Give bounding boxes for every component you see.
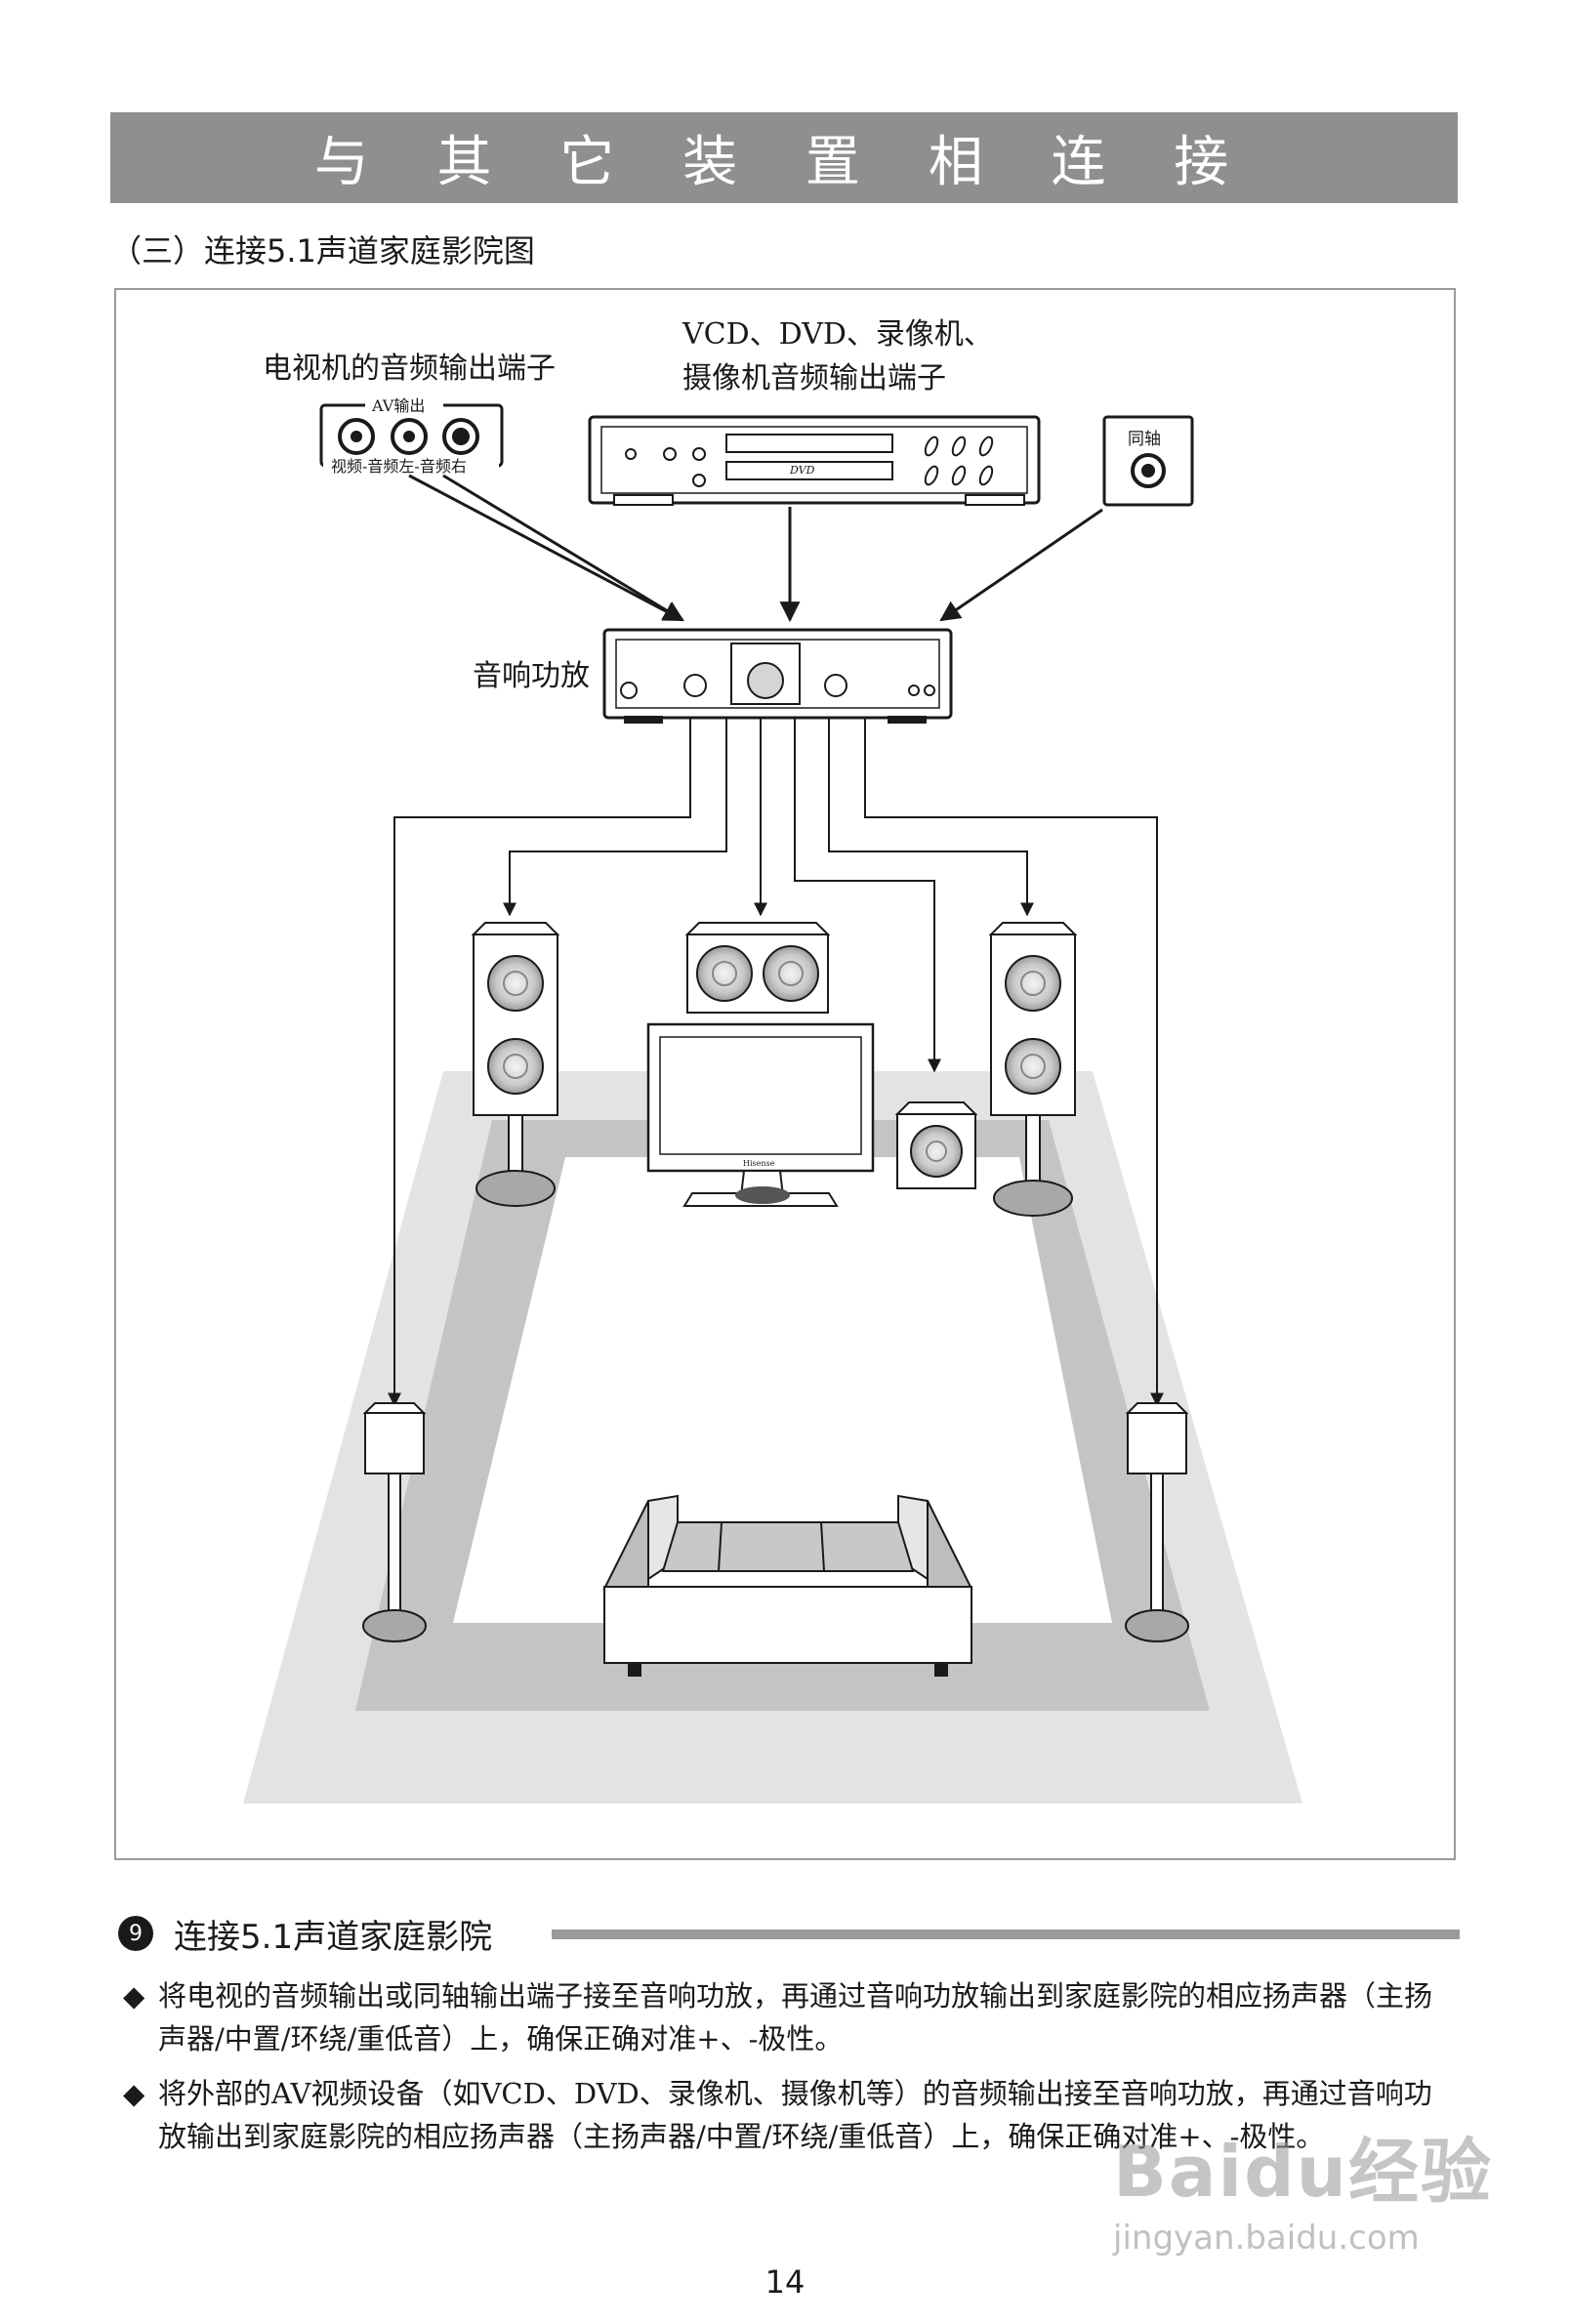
tv-audio-output-panel: 电视机的音频输出端子 AV输出 视频-音频左-音频右: [263, 352, 556, 476]
front-left-speaker: [471, 922, 560, 1207]
bullet-text: 将外部的AV视频设备（如VCD、DVD、录像机、摄像机等）的音频输出接至音响功放…: [158, 2077, 1432, 2153]
tv-set: Hisense: [646, 1022, 875, 1207]
tv-brand: Hisense: [743, 1159, 775, 1168]
sofa: [602, 1494, 973, 1677]
section-subtitle: （三）连接5.1声道家庭影院图: [110, 232, 535, 270]
surround-right-speaker: [1125, 1402, 1189, 1642]
baidu-watermark: Baidu经验 jingyan.baidu.com: [1113, 2114, 1504, 2258]
section-rule: [552, 1930, 1460, 1939]
front-right-speaker: [988, 922, 1078, 1217]
player-label-line1: VCD、DVD、录像机、: [682, 317, 993, 352]
page-number: 14: [764, 2263, 806, 2301]
dvd-logo: DVD: [789, 464, 815, 477]
subwoofer: [894, 1101, 978, 1189]
av-output-label: AV输出: [371, 396, 425, 415]
dvd-player: VCD、DVD、录像机、 摄像机音频输出端子 DVD: [588, 317, 1041, 506]
watermark-logo-text: Baidu经验: [1113, 2131, 1493, 2213]
section-heading: 连接5.1声道家庭影院: [174, 1918, 493, 1957]
watermark-url: jingyan.baidu.com: [1113, 2219, 1420, 2258]
page-title: 与 其 它 装 置 相 连 接: [313, 131, 1255, 194]
diamond-bullet-icon: ◆: [123, 1979, 145, 2013]
tv-output-label: 电视机的音频输出端子: [263, 352, 556, 386]
surround-left-speaker: [362, 1402, 427, 1642]
amplifier: 音响功放: [473, 628, 953, 724]
av-jacks-label: 视频-音频左-音频右: [331, 457, 467, 476]
coax-output-panel: 同轴: [1102, 415, 1194, 507]
center-speaker: [684, 922, 831, 1014]
output-cables: [388, 718, 1164, 1407]
bullet-item: ◆ 将电视的音频输出或同轴输出端子接至音响功放，再通过音响功放输出到家庭影院的相…: [123, 1974, 1451, 2060]
page-title-bar: 与 其 它 装 置 相 连 接: [110, 112, 1458, 203]
floor-area: [243, 1071, 1302, 1804]
input-cables: [408, 474, 1103, 623]
bullet-text: 将电视的音频输出或同轴输出端子接至音响功放，再通过音响功放输出到家庭影院的相应扬…: [158, 1979, 1433, 2055]
amp-label: 音响功放: [473, 659, 590, 693]
coax-label: 同轴: [1128, 430, 1161, 449]
section-number-badge: 9: [118, 1916, 153, 1951]
home-theater-diagram: 电视机的音频输出端子 AV输出 视频-音频左-音频右 VCD、DVD、录像机、 …: [114, 288, 1456, 1860]
diamond-bullet-icon: ◆: [123, 2077, 145, 2110]
bullet-item: ◆ 将外部的AV视频设备（如VCD、DVD、录像机、摄像机等）的音频输出接至音响…: [123, 2072, 1451, 2158]
player-label-line2: 摄像机音频输出端子: [682, 361, 946, 395]
diagram-svg: 电视机的音频输出端子 AV输出 视频-音频左-音频右 VCD、DVD、录像机、 …: [243, 317, 1302, 1804]
